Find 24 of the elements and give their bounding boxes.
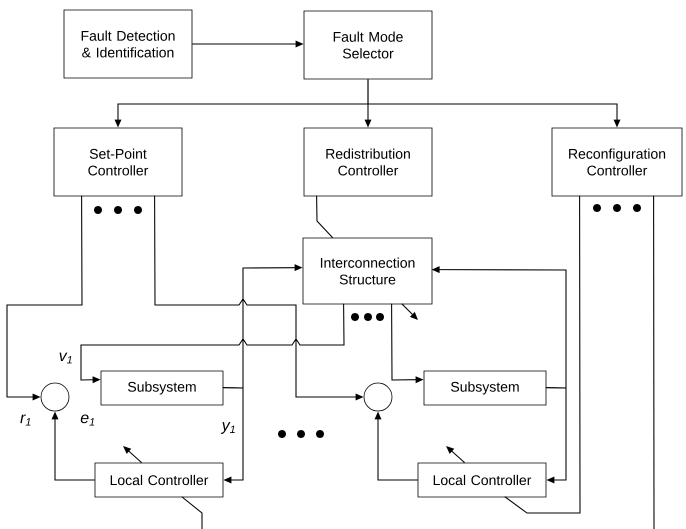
block-box: Subsystem: [100, 370, 224, 406]
block-box: Interconnection Structure: [302, 238, 432, 304]
connector-line: [504, 196, 581, 514]
connector-line: [316, 196, 333, 238]
summing-junction: [364, 382, 392, 412]
arrow: [222, 387, 244, 484]
block-box: Fault Detection & Identification: [64, 10, 192, 78]
block-box: Redistribution Controller: [304, 128, 432, 196]
arrow: [6, 196, 83, 400]
connector-line: [181, 496, 203, 529]
signal-label: y$_{1}$: [220, 422, 235, 434]
block-box: Reconfiguration Controller: [552, 128, 682, 196]
arrow: [401, 303, 418, 320]
block-box: Subsystem: [424, 370, 546, 406]
summing-junction: [40, 382, 70, 412]
signal-label: v$_{1}$: [60, 352, 72, 364]
block-box: Fault Mode Selector: [304, 10, 432, 80]
signal-label: r$_{1}$: [20, 414, 30, 426]
block-box: Set-Point Controller: [54, 128, 182, 196]
block-box: Local Controller: [94, 462, 224, 498]
connector-line: [653, 196, 655, 529]
block-box: Local Controller: [418, 462, 546, 498]
arrow: [546, 387, 567, 484]
signal-label: e$_{1}$: [80, 414, 94, 426]
